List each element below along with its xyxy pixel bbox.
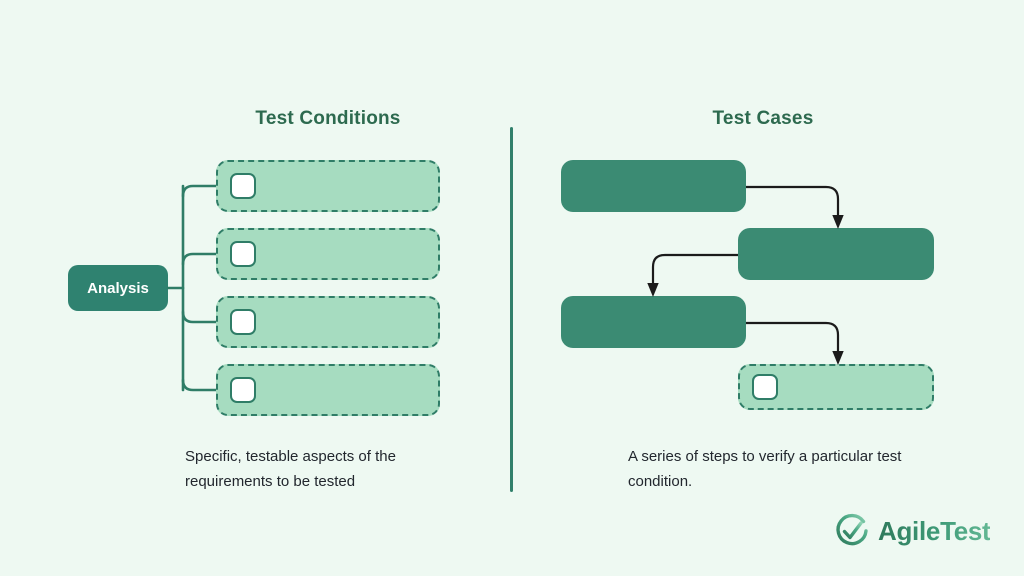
checkbox-icon[interactable] xyxy=(230,377,256,403)
vertical-divider xyxy=(510,127,513,492)
test-condition-2[interactable] xyxy=(216,228,440,280)
checkbox-icon[interactable] xyxy=(230,173,256,199)
agiletest-logo-text: AgileTest xyxy=(878,515,991,546)
caption-test-conditions: Specific, testable aspects of the requir… xyxy=(185,448,396,490)
test-step-2[interactable] xyxy=(738,228,934,280)
arrow-step3-step4 xyxy=(746,321,844,366)
test-condition-3[interactable] xyxy=(216,296,440,348)
section-title-test-conditions: Test Conditions xyxy=(255,108,401,129)
test-step-4[interactable] xyxy=(738,364,934,410)
analysis-node-label: Analysis xyxy=(87,279,149,297)
test-condition-4[interactable] xyxy=(216,364,440,416)
checkbox-icon[interactable] xyxy=(752,374,778,400)
test-step-3[interactable] xyxy=(561,296,746,348)
caption-test-cases: A series of steps to verify a particular… xyxy=(628,448,902,490)
arrow-step1-step2 xyxy=(746,185,844,230)
test-condition-1[interactable] xyxy=(216,160,440,212)
test-step-1[interactable] xyxy=(561,160,746,212)
section-title-test-cases: Test Cases xyxy=(712,108,814,129)
check-circle-icon xyxy=(836,513,868,546)
agiletest-logo[interactable]: AgileTest xyxy=(833,512,991,550)
analysis-node[interactable]: Analysis xyxy=(68,265,168,311)
checkbox-icon[interactable] xyxy=(230,309,256,335)
arrow-step2-step3 xyxy=(647,253,738,298)
checkbox-icon[interactable] xyxy=(230,241,256,267)
